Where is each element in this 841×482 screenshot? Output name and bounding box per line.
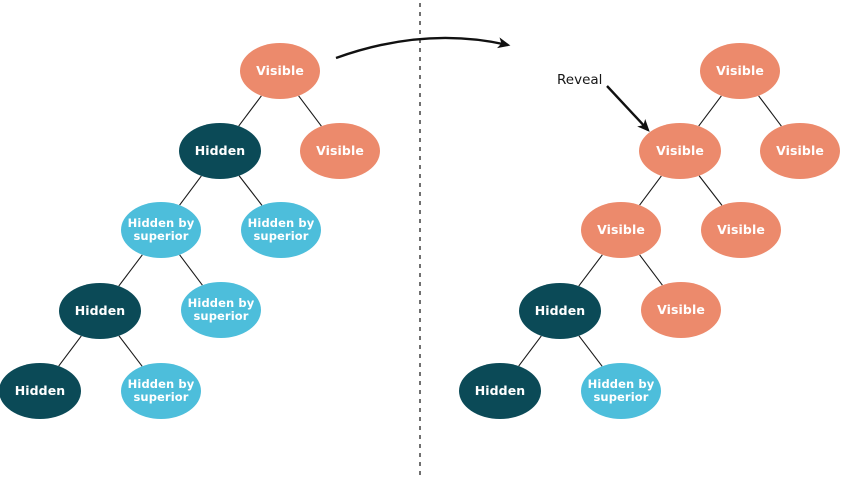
tree-node-hidden-by-superior[interactable]: Hidden by superior <box>121 363 201 419</box>
tree-edge <box>118 335 143 367</box>
tree-node-visible[interactable]: Visible <box>700 43 780 99</box>
tree-node-label: Visible <box>657 302 705 317</box>
tree-node-label: Visible <box>656 143 704 158</box>
tree-node-label: Hidden <box>474 383 526 398</box>
tree-node-hidden-by-superior[interactable]: Hidden by superior <box>241 202 321 258</box>
tree-node-label: Hidden by superior <box>127 216 195 243</box>
tree-edge <box>578 254 603 287</box>
tree-node-label: Visible <box>256 63 304 78</box>
tree-node-label: Visible <box>716 63 764 78</box>
tree-node-label: Hidden by superior <box>247 216 315 243</box>
tree-edge <box>639 175 662 206</box>
tree-edge <box>298 95 322 127</box>
tree-edge <box>518 335 542 367</box>
tree-node-label: Visible <box>316 143 364 158</box>
tree-edge <box>758 95 782 127</box>
tree-node-visible[interactable]: Visible <box>581 202 661 258</box>
tree-node-hidden[interactable]: Hidden <box>459 363 541 419</box>
tree-node-hidden[interactable]: Hidden <box>179 123 261 179</box>
tree-edge <box>698 175 723 206</box>
tree-node-label: Hidden by superior <box>127 377 195 404</box>
tree-node-label: Visible <box>597 222 645 237</box>
tree-node-visible[interactable]: Visible <box>701 202 781 258</box>
tree-node-hidden[interactable]: Hidden <box>519 283 601 339</box>
tree-edge <box>179 175 202 206</box>
tree-node-hidden-by-superior[interactable]: Hidden by superior <box>121 202 201 258</box>
tree-node-label: Hidden <box>74 303 126 318</box>
tree-edge <box>238 95 262 127</box>
tree-edge <box>179 254 203 286</box>
tree-edge <box>238 175 263 206</box>
tree-node-label: Hidden by superior <box>187 296 255 323</box>
tree-connector-lines <box>58 95 782 367</box>
tree-node-visible[interactable]: Visible <box>639 123 721 179</box>
reveal-arrow <box>606 85 650 132</box>
tree-edge <box>698 95 722 127</box>
reveal-annotation-label: Reveal <box>557 72 603 88</box>
tree-node-hidden-by-superior[interactable]: Hidden by superior <box>181 282 261 338</box>
tree-edge <box>578 335 603 367</box>
tree-node-visible[interactable]: Visible <box>641 282 721 338</box>
tree-node-hidden[interactable]: Hidden <box>59 283 141 339</box>
tree-node-label: Hidden <box>14 383 66 398</box>
tree-node-visible[interactable]: Visible <box>300 123 380 179</box>
tree-edge <box>639 254 663 286</box>
tree-node-label: Visible <box>776 143 824 158</box>
tree-edge <box>58 335 82 367</box>
tree-node-label: Visible <box>717 222 765 237</box>
tree-node-visible[interactable]: Visible <box>240 43 320 99</box>
tree-node-visible[interactable]: Visible <box>760 123 840 179</box>
tree-node-label: Hidden by superior <box>587 377 655 404</box>
tree-node-hidden[interactable]: Hidden <box>0 363 81 419</box>
tree-node-label: Hidden <box>194 143 246 158</box>
transition-curved-arrow <box>335 36 511 60</box>
tree-node-hidden-by-superior[interactable]: Hidden by superior <box>581 363 661 419</box>
tree-edge <box>118 254 143 287</box>
tree-node-label: Hidden <box>534 303 586 318</box>
